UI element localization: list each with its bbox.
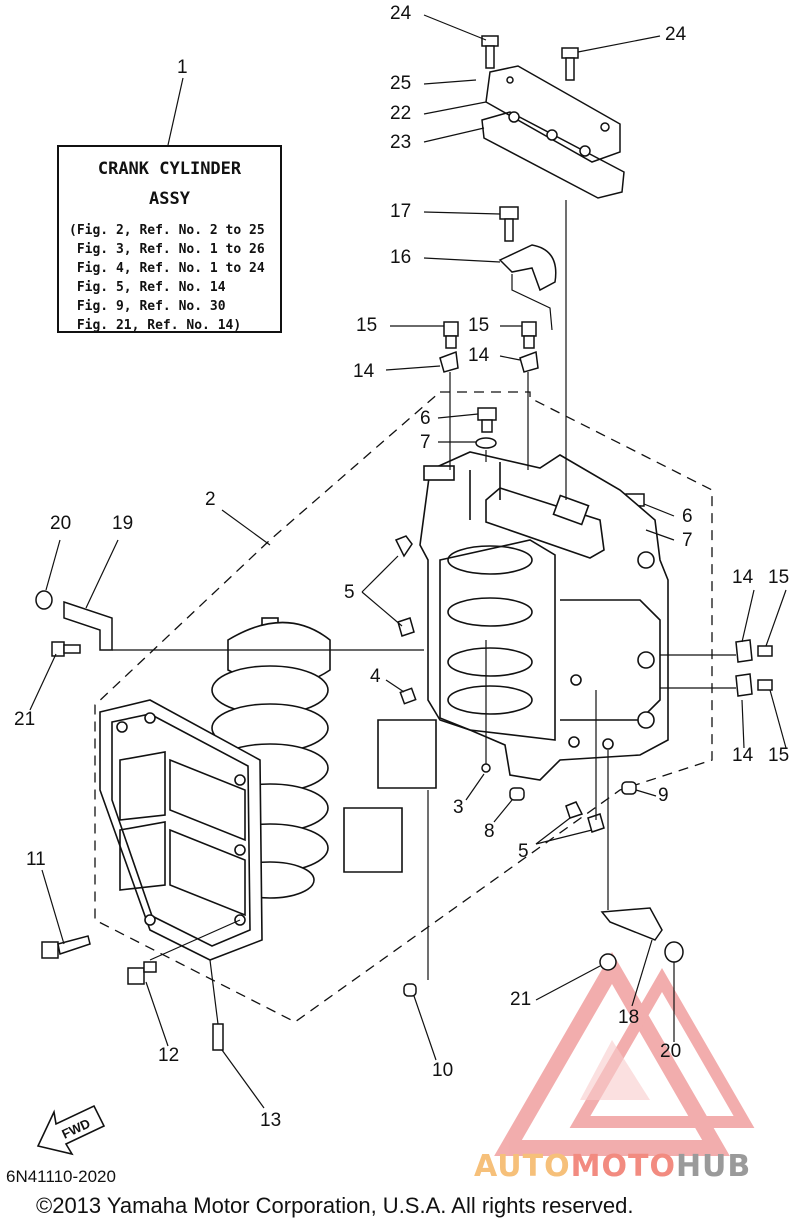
dowel-8	[509, 787, 525, 801]
callout-7: 7	[420, 432, 431, 453]
watermark-part-auto: AUTO	[474, 1149, 571, 1184]
bracket-19	[63, 600, 113, 651]
callout-7: 7	[682, 530, 693, 551]
bolt-12	[127, 967, 145, 985]
callout-23: 23	[390, 132, 412, 153]
callout-1: 1	[177, 57, 188, 78]
callout-24: 24	[665, 24, 687, 45]
cylinder-block	[419, 451, 669, 781]
clip-14-right	[735, 639, 753, 663]
callout-6: 6	[420, 408, 431, 429]
callout-20: 20	[660, 1041, 682, 1062]
bolt-15-right	[757, 645, 773, 657]
callout-18: 18	[618, 1007, 640, 1028]
assy-line: (Fig. 2, Ref. No. 2 to 25	[69, 223, 265, 238]
part-number: 6N41110-2020	[6, 1167, 116, 1186]
bolt-17	[499, 206, 519, 242]
bolt-24-right	[561, 47, 579, 81]
watermark-part-moto: MOTO	[570, 1149, 676, 1184]
clip-14-right2	[735, 673, 753, 697]
callout-25: 25	[390, 73, 412, 94]
callout-19: 19	[112, 513, 134, 534]
callout-10: 10	[432, 1060, 454, 1081]
washer-20-bottom	[664, 941, 684, 963]
plug-10	[403, 983, 417, 997]
ball-3	[481, 763, 491, 773]
callout-21: 21	[510, 989, 532, 1010]
callout-3: 3	[453, 797, 464, 818]
callout-2: 2	[205, 489, 216, 510]
callout-4: 4	[370, 666, 381, 687]
callout-20: 20	[50, 513, 72, 534]
assy-line: Fig. 3, Ref. No. 1 to 26	[69, 242, 265, 257]
callout-8: 8	[484, 821, 495, 842]
fitting-5c	[565, 801, 584, 819]
callout-14: 14	[732, 745, 754, 766]
watermark-logo	[494, 952, 755, 1156]
callout-11: 11	[26, 849, 46, 870]
callout-5: 5	[518, 841, 529, 862]
callout-15: 15	[768, 567, 790, 588]
copyright-notice: ©2013 Yamaha Motor Corporation, U.S.A. A…	[36, 1193, 634, 1218]
fitting-5b	[397, 617, 415, 637]
assy-line: Fig. 9, Ref. No. 30	[69, 299, 226, 314]
watermark-brand: AUTOMOTOHUB	[474, 1149, 751, 1184]
assy-title-line2: ASSY	[149, 189, 190, 209]
assembly-info-box: CRANK CYLINDER ASSY (Fig. 2, Ref. No. 2 …	[57, 145, 282, 333]
callout-21: 21	[14, 709, 36, 730]
callout-6: 6	[682, 506, 693, 527]
stud-13	[212, 1023, 224, 1051]
fitting-5a	[394, 535, 413, 558]
callout-16: 16	[390, 247, 412, 268]
watermark-part-hub: HUB	[675, 1149, 752, 1184]
callout-14: 14	[353, 361, 375, 382]
bolt-15-right2	[757, 679, 773, 691]
callout-17: 17	[390, 201, 412, 222]
washer-20-top	[35, 590, 53, 610]
small-parts	[35, 535, 773, 1051]
bracket-18	[600, 907, 663, 941]
bolt-21-bottom	[599, 953, 617, 971]
assy-line: Fig. 5, Ref. No. 14	[69, 280, 226, 295]
callout-5: 5	[344, 582, 355, 603]
dowel-9	[621, 781, 637, 795]
callout-15: 15	[356, 315, 378, 336]
callout-9: 9	[658, 785, 669, 806]
callout-15: 15	[468, 315, 490, 336]
assy-reference-lines: (Fig. 2, Ref. No. 2 to 25 Fig. 3, Ref. N…	[69, 221, 265, 335]
fwd-arrow: FWD	[36, 1104, 106, 1156]
bolt-24-left	[481, 35, 499, 69]
callout-14: 14	[732, 567, 754, 588]
cover-plate	[481, 65, 625, 199]
fittings-15-14	[439, 321, 539, 373]
clamp-16	[498, 244, 557, 292]
pin-4	[399, 687, 417, 705]
assy-title-line1: CRANK CYLINDER	[97, 159, 242, 179]
callout-14: 14	[468, 345, 490, 366]
callout-12: 12	[158, 1045, 180, 1066]
bolt-21-top	[51, 641, 65, 657]
assy-line: Fig. 4, Ref. No. 1 to 24	[69, 261, 265, 276]
callout-13: 13	[260, 1110, 282, 1131]
callout-22: 22	[390, 103, 412, 124]
callout-24: 24	[390, 3, 412, 24]
crankcase	[99, 699, 263, 961]
bolt-11	[41, 941, 59, 959]
callout-15: 15	[768, 745, 790, 766]
leader-lines	[29, 14, 787, 1109]
assy-line: Fig. 21, Ref. No. 14)	[69, 318, 242, 333]
